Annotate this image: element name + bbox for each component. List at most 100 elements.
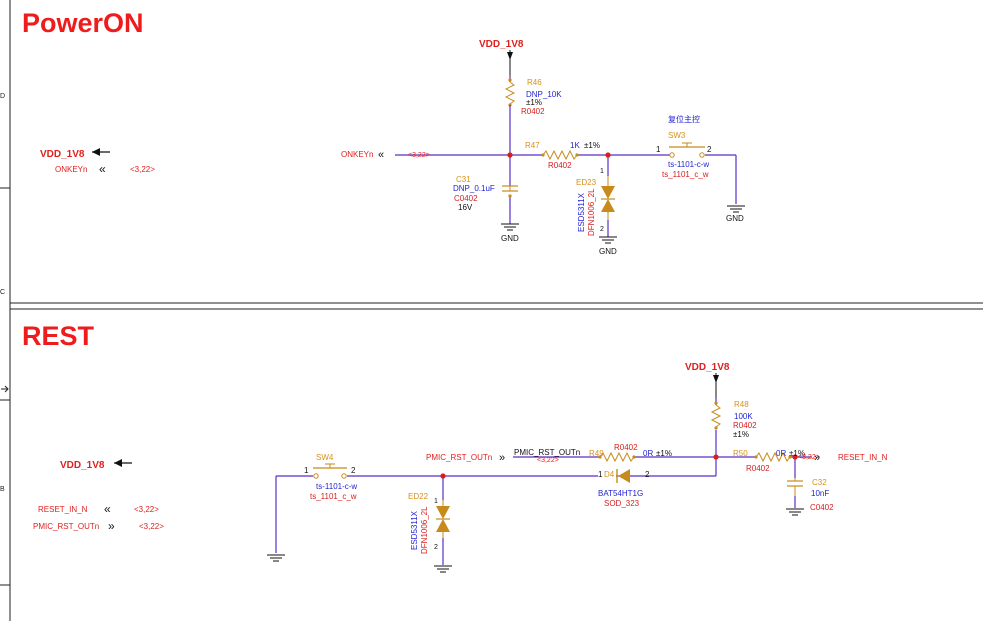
reset-in-net-port: <3,22> » RESET_IN_N — [798, 452, 888, 464]
r50-value: 0R — [776, 449, 786, 458]
pmic-wire-ref: <3,22> — [537, 457, 559, 464]
r49-ref: R49 — [589, 449, 604, 458]
junction-ed22 — [440, 473, 446, 479]
sw4-ref: SW4 — [316, 453, 334, 462]
pmic-net-arrow: » — [499, 452, 505, 464]
c32-ref: C32 — [812, 478, 827, 487]
r47-value: 1K — [570, 141, 580, 150]
border-letter-d: D — [0, 93, 5, 100]
sw3-ref: SW3 — [668, 131, 686, 140]
onkey-net-ref: <3,22> — [408, 152, 430, 159]
capacitor-c32: C32 10nF C0402 — [787, 478, 834, 512]
pmic-port-left-ref: <3,22> — [139, 522, 164, 531]
gnd-sw3: GND — [726, 205, 746, 223]
d4-fp: SOD_323 — [604, 499, 640, 508]
pmic-port-left-label: PMIC_RST_OUTn — [33, 522, 99, 531]
vdd-top-2-label: VDD_1V8 — [685, 362, 730, 373]
resistor-r50: R50 0R ±1% R0402 — [733, 449, 805, 473]
reset-in-port-left-ref: <3,22> — [134, 505, 159, 514]
border-letter-c: C — [0, 289, 5, 296]
gnd-ed23: GND — [598, 236, 618, 256]
tvs-ed23: ED23 1 2 ESD5311X DFN1006_2L — [576, 168, 615, 236]
c31-ref: C31 — [456, 175, 471, 184]
r46-tol: ±1% — [526, 98, 542, 107]
sw3-caption: 复位主控 — [668, 114, 700, 124]
onkey-net-label: ONKEYn — [341, 150, 373, 159]
sw3-pin1: 1 — [656, 145, 661, 154]
reset-in-net-label: RESET_IN_N — [838, 453, 888, 462]
junction-c32 — [792, 454, 798, 460]
onkey-net-arrow: « — [378, 149, 384, 161]
sw4-pin1: 1 — [304, 466, 309, 475]
vdd-port-left-1-label: VDD_1V8 — [40, 149, 85, 160]
r50-ref: R50 — [733, 449, 748, 458]
gnd-ed23-label: GND — [599, 247, 617, 256]
r50-fp: R0402 — [746, 464, 770, 473]
r49-fp: R0402 — [614, 443, 638, 452]
pmic-net-label: PMIC_RST_OUTn — [426, 453, 492, 462]
gnd-sw4 — [266, 554, 286, 562]
poweron-wires — [395, 105, 737, 237]
vdd-top-1: VDD_1V8 — [479, 39, 524, 75]
sw3-pin2: 2 — [707, 145, 712, 154]
vdd-port-left-1: VDD_1V8 — [40, 148, 110, 160]
d4-pin2: 2 — [645, 470, 650, 479]
vdd-port-left-2: VDD_1V8 — [60, 459, 132, 471]
junction-r47-ed23 — [605, 152, 611, 158]
junction-r48 — [713, 454, 719, 460]
vdd-port-left-2-label: VDD_1V8 — [60, 460, 105, 471]
onkey-port-left-ref: <3,22> — [130, 165, 155, 174]
d4-pin1: 1 — [598, 470, 603, 479]
r47-fp: R0402 — [548, 161, 572, 170]
r50-tol: ±1% — [789, 449, 805, 458]
ed22-part: ESD5311X — [410, 510, 419, 550]
r48-tol: ±1% — [733, 430, 749, 439]
diode-d4: 1 D4 2 BAT54HT1G SOD_323 — [598, 469, 650, 508]
reset-in-port-left: RESET_IN_N « <3,22> — [38, 502, 159, 516]
ed22-ref: ED22 — [408, 492, 429, 501]
sw3-fp: ts_1101_c_w — [662, 170, 709, 179]
switch-sw4: SW4 1 2 ts-1101-c-w ts_1101_c_w — [304, 453, 357, 501]
gnd-c32 — [785, 508, 805, 516]
ed23-ref: ED23 — [576, 178, 597, 187]
sw4-part: ts-1101-c-w — [316, 482, 357, 491]
ed23-pin2: 2 — [600, 226, 604, 233]
r47-tol: ±1% — [584, 141, 600, 150]
r46-value: DNP_10K — [526, 90, 562, 99]
vdd-top-1-label: VDD_1V8 — [479, 39, 524, 50]
gnd-c31: GND — [500, 223, 520, 243]
r48-ref: R48 — [734, 400, 749, 409]
d4-ref: D4 — [604, 470, 615, 479]
pmic-port-left: PMIC_RST_OUTn » <3,22> — [33, 519, 164, 533]
r48-fp: R0402 — [733, 421, 757, 430]
gnd-c31-label: GND — [501, 234, 519, 243]
reset-in-port-left-label: RESET_IN_N — [38, 505, 88, 514]
d4-part: BAT54HT1G — [598, 489, 643, 498]
r49-value: 0R — [643, 449, 653, 458]
reset-section: REST VDD_1V8 RESET_IN_N « <3,22> PMIC_RS… — [22, 321, 888, 573]
switch-sw3: 复位主控 SW3 1 2 ts-1101-c-w ts_1101_c_w — [656, 114, 712, 179]
reset-in-net-arrow: » — [814, 452, 820, 464]
onkey-net-port: ONKEYn « <3,22> — [341, 149, 430, 161]
c31-volt: 16V — [458, 203, 473, 212]
onkey-port-left: ONKEYn « <3,22> — [55, 162, 155, 176]
resistor-r49: R49 R0402 0R ±1% — [589, 443, 672, 463]
c32-fp: C0402 — [810, 503, 834, 512]
r46-ref: R46 — [527, 78, 542, 87]
sw4-pin2: 2 — [351, 466, 356, 475]
onkey-port-left-label: ONKEYn — [55, 165, 87, 174]
ed23-part: ESD5311X — [577, 192, 586, 232]
gnd-sw3-label: GND — [726, 214, 744, 223]
c32-value: 10nF — [811, 489, 829, 498]
resistor-r47: R47 1K ±1% R0402 — [525, 141, 600, 170]
reset-in-port-left-arrow: « — [104, 502, 111, 516]
gnd-ed22 — [433, 565, 453, 573]
reset-in-net-ref: <3,22> — [798, 454, 820, 461]
resistor-r46: R46 DNP_10K ±1% R0402 — [504, 75, 562, 116]
poweron-title: PowerON — [22, 8, 144, 38]
sw3-part: ts-1101-c-w — [668, 160, 709, 169]
resistor-r48: R48 100K R0402 ±1% — [710, 398, 757, 439]
tvs-ed22: ED22 1 2 ESD5311X DFN1006_2L — [408, 492, 450, 554]
junction-onkey — [507, 152, 513, 158]
